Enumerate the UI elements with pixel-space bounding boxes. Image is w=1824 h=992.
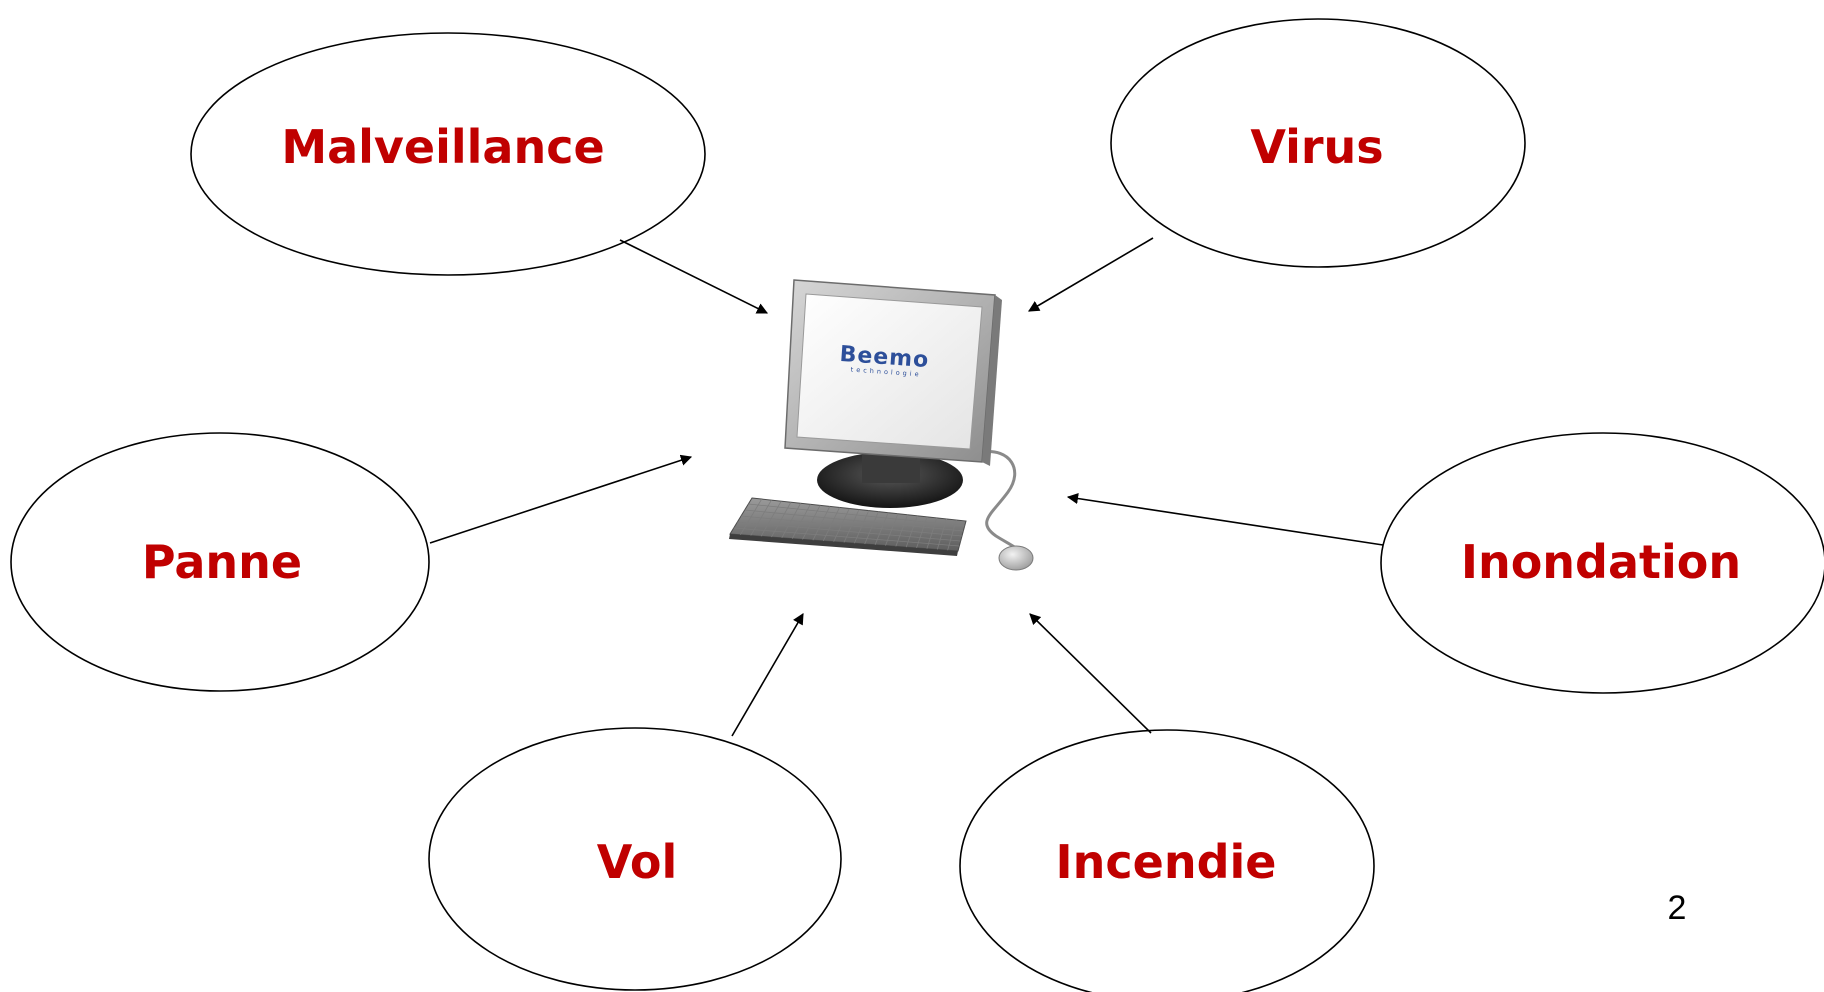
arrow-inondation <box>1066 492 1384 546</box>
desktop-computer: Beemo technologie <box>729 279 1034 571</box>
keyboard-column-line <box>926 517 938 549</box>
keyboard-column-line <box>833 508 850 542</box>
keyboard-column-line <box>895 514 909 547</box>
mouse <box>998 545 1034 571</box>
keyboard-column-line <box>802 505 821 540</box>
keyboard-column-line <box>740 498 763 535</box>
keyboard-column-line <box>905 515 918 548</box>
threat-node-panne: Panne <box>10 432 430 692</box>
threat-label-incendie: Incendie <box>1056 835 1277 889</box>
keyboard-column-line <box>771 501 792 538</box>
monitor-screen <box>796 293 983 450</box>
threat-node-inondation: Inondation <box>1380 432 1824 694</box>
keyboard-column-line <box>936 518 947 550</box>
keyboard-column-line <box>874 512 889 545</box>
threat-label-malveillance: Malveillance <box>281 120 604 174</box>
arrow-panne <box>429 454 693 544</box>
keyboard-column-line <box>781 503 801 539</box>
mouse-cable <box>981 450 1017 550</box>
keyboard-column-line <box>864 511 879 545</box>
keyboard-column-line <box>916 516 928 549</box>
threat-node-virus: Virus <box>1110 18 1526 268</box>
arrow-malveillance <box>619 239 769 314</box>
threat-label-inondation: Inondation <box>1461 535 1741 589</box>
arrow-vol <box>731 613 804 737</box>
keyboard-column-line <box>760 500 782 537</box>
arrow-incendie <box>1029 613 1152 734</box>
keyboard-column-line <box>791 504 811 539</box>
threat-node-malveillance: Malveillance <box>190 32 706 276</box>
threat-node-vol: Vol <box>428 727 842 991</box>
keyboard-column-line <box>947 519 957 551</box>
page-number: 2 <box>1668 889 1687 927</box>
keyboard-column-line <box>843 509 860 543</box>
keyboard-column-line <box>750 499 772 536</box>
keyboard-column-line <box>853 510 870 544</box>
keyboard-column-line <box>822 507 840 542</box>
keyboard <box>729 497 967 556</box>
arrow-virus <box>1028 237 1154 312</box>
monitor-side <box>982 295 1002 466</box>
keyboard-column-line <box>885 513 899 546</box>
threat-label-virus: Virus <box>1250 120 1383 174</box>
keyboard-column-line <box>812 506 831 541</box>
threat-label-vol: Vol <box>597 835 677 889</box>
threat-node-incendie: Incendie <box>959 729 1375 992</box>
screen-logo: Beemo <box>839 342 930 373</box>
threat-label-panne: Panne <box>142 535 302 589</box>
